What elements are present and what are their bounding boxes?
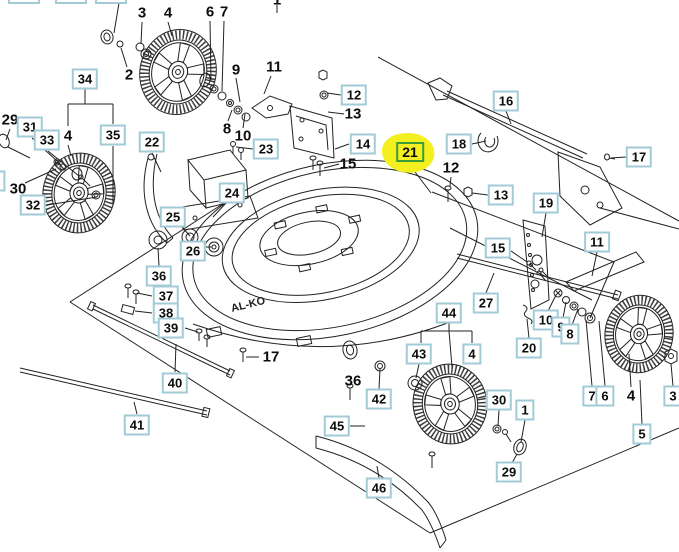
mower-deck [165, 135, 494, 366]
part-label-4: 4 [626, 387, 636, 405]
handle-tube [428, 78, 622, 225]
part-label-12[interactable]: 12 [340, 84, 368, 106]
part-label-25[interactable]: 25 [159, 206, 187, 228]
part-label-17: 17 [262, 348, 280, 366]
part-label-33[interactable]: 33 [33, 129, 61, 151]
part-label-24[interactable]: 24 [218, 182, 246, 204]
part-label-9: 9 [231, 61, 241, 79]
part-label-22[interactable]: 22 [138, 131, 166, 153]
part-label-27[interactable]: 27 [472, 292, 500, 314]
part-label-17[interactable]: 17 [625, 146, 653, 168]
part-label-blank[interactable] [95, 0, 127, 4]
rear-plate [457, 220, 644, 324]
part-label-41[interactable]: 41 [123, 414, 151, 436]
part-label-30[interactable]: 30 [485, 389, 513, 411]
part-label-8: 8 [222, 120, 232, 138]
part-label-40[interactable]: 40 [161, 372, 189, 394]
construction-lines [70, 57, 679, 533]
part-label-35[interactable]: 35 [99, 124, 127, 146]
part-label-43[interactable]: 43 [405, 343, 433, 365]
part-label-15: 15 [339, 155, 357, 173]
part-label-3[interactable]: 3 [663, 385, 679, 407]
part-label-36: 36 [344, 372, 362, 390]
part-label-8[interactable]: 8 [0, 170, 6, 192]
part-label-19[interactable]: 19 [532, 192, 560, 214]
part-label-14[interactable]: 14 [349, 133, 377, 155]
part-label-1[interactable]: 1 [515, 399, 535, 421]
part-label-12: 12 [442, 159, 460, 177]
part-label-16[interactable]: 16 [492, 90, 520, 112]
support-bar [566, 252, 644, 291]
left-wheel-hardware [0, 133, 100, 199]
part-label-text: 21 [396, 142, 424, 162]
part-label-7: 7 [219, 3, 229, 21]
part-label-4: 4 [163, 4, 173, 22]
part-label-11[interactable]: 11 [584, 231, 610, 253]
part-label-42[interactable]: 42 [365, 388, 393, 410]
top-wheel-hardware [99, 29, 292, 121]
part-label-3: 3 [137, 4, 147, 22]
part-label-blank[interactable] [55, 0, 87, 4]
part-label-21[interactable]: 21 [380, 130, 436, 176]
part-label-18[interactable]: 18 [445, 133, 473, 155]
part-label-26[interactable]: 26 [179, 240, 207, 262]
part-label-29[interactable]: 29 [495, 461, 523, 483]
part-label-8[interactable]: 8 [560, 323, 580, 345]
part-label-30: 30 [9, 180, 27, 198]
part-label-20[interactable]: 20 [515, 337, 543, 359]
part-label-23[interactable]: 23 [252, 138, 280, 160]
part-label-36[interactable]: 36 [145, 265, 173, 287]
part-label-34[interactable]: 34 [71, 68, 99, 90]
part-label-46[interactable]: 46 [365, 477, 393, 499]
part-label-31[interactable]: 31 [16, 116, 44, 138]
part-label-32[interactable]: 32 [19, 194, 47, 216]
part-label-4: 4 [63, 127, 73, 145]
part-label-29: 29 [1, 111, 19, 129]
part-label-1: 1 [272, 0, 282, 9]
part-label-10: 10 [234, 127, 252, 145]
part-label-11: 11 [266, 58, 282, 76]
part-label-6[interactable]: 6 [595, 385, 615, 407]
part-label-13[interactable]: 13 [487, 184, 515, 206]
leader-lines [6, 3, 673, 478]
bracket-14 [290, 70, 334, 176]
spring [523, 305, 532, 324]
rear-flap [316, 186, 548, 548]
part-label-4[interactable]: 4 [462, 343, 482, 365]
part-label-45[interactable]: 45 [323, 415, 351, 437]
part-label-6: 6 [205, 3, 215, 21]
part-label-2: 2 [124, 66, 134, 84]
part-label-5[interactable]: 5 [632, 423, 652, 445]
part-label-44[interactable]: 44 [435, 302, 463, 324]
part-label-39[interactable]: 39 [157, 317, 185, 339]
part-label-13: 13 [344, 105, 362, 123]
part-label-15[interactable]: 15 [484, 237, 512, 259]
part-label-blank[interactable] [8, 0, 40, 4]
